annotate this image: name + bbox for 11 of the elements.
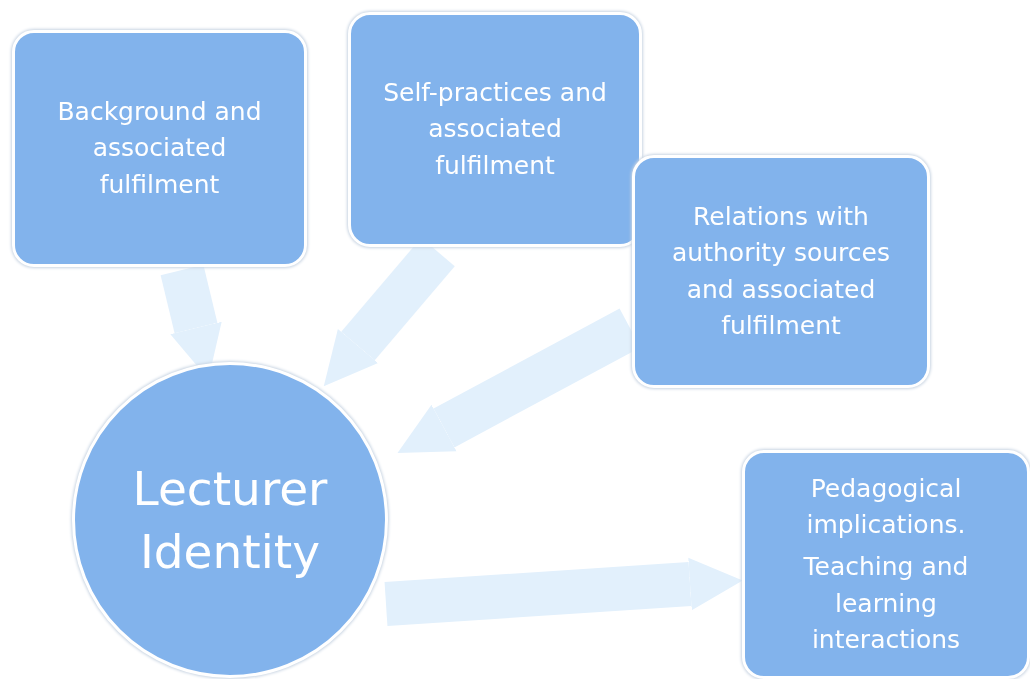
node-text: Lecturer Identity (131, 459, 329, 581)
rounded-box (348, 12, 642, 247)
node-text: Relations with authority sources and associated fulfilment (671, 201, 891, 342)
node-text: Pedagogical implications. (805, 472, 967, 542)
rounded-box (632, 155, 930, 388)
block-arrow (384, 557, 743, 626)
rounded-box (12, 30, 307, 267)
rounded-box (742, 450, 1030, 679)
node-text: Teaching and learning interactions (802, 551, 970, 656)
node-text: Self-practices and associated fulfilment (382, 77, 608, 182)
node-text: Background and associated fulfilment (56, 96, 263, 201)
